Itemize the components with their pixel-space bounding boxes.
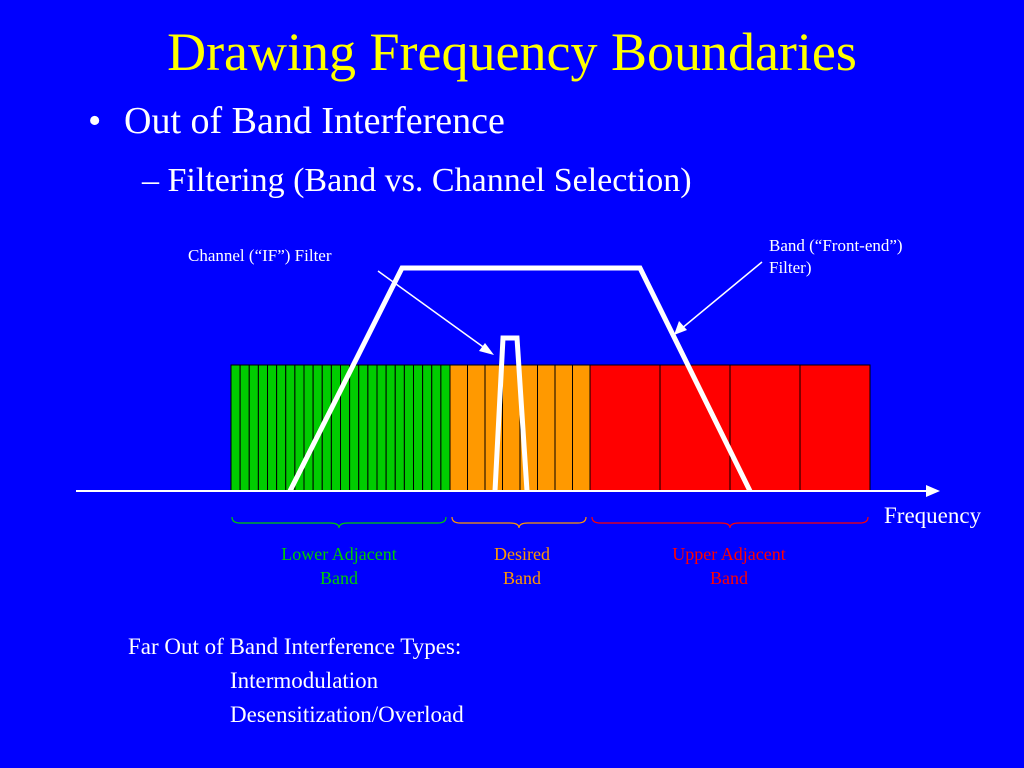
lower-band-channel bbox=[413, 364, 424, 492]
desired-band-channel bbox=[537, 364, 556, 492]
far-out-of-band-notes: Far Out of Band Interference Types: Inte… bbox=[128, 630, 464, 732]
upper-adjacent-band-label: Upper Adjacent Band bbox=[638, 542, 820, 590]
lower-adjacent-band-label: Lower Adjacent Band bbox=[248, 542, 430, 590]
sub-bullet-filtering: – Filtering (Band vs. Channel Selection) bbox=[142, 162, 692, 199]
desired-band-line1: Desired bbox=[494, 544, 550, 564]
desired-band-label: Desired Band bbox=[470, 542, 574, 590]
frequency-axis-label: Frequency bbox=[884, 503, 982, 528]
lower-band-channel bbox=[440, 364, 451, 492]
lower-band-channel bbox=[422, 364, 433, 492]
lower-band-channel bbox=[267, 364, 278, 492]
band-filter-pointer bbox=[674, 261, 763, 335]
channel-filter-pointer bbox=[377, 270, 494, 355]
desired-band-channel bbox=[572, 364, 591, 492]
upper-band-channel bbox=[799, 364, 871, 492]
channel-filter-label: Channel (“IF”) Filter bbox=[188, 246, 332, 265]
lower-band-channel bbox=[230, 364, 241, 492]
desired-band-brace bbox=[451, 516, 587, 529]
lower-band-channel bbox=[367, 364, 378, 492]
upper-band-channel bbox=[589, 364, 661, 492]
lower-band-line2: Band bbox=[320, 568, 358, 588]
lower-band-channel bbox=[303, 364, 314, 492]
slide-title: Drawing Frequency Boundaries bbox=[167, 22, 857, 82]
channel-filter-curve bbox=[492, 335, 530, 492]
desired-band-channel bbox=[502, 364, 521, 492]
notes-item-intermodulation: Intermodulation bbox=[230, 668, 379, 693]
frequency-axis bbox=[76, 485, 940, 497]
lower-band-channel bbox=[394, 364, 405, 492]
lower-band-brace bbox=[231, 516, 447, 529]
lower-band-channel bbox=[358, 364, 369, 492]
lower-band-channel bbox=[431, 364, 442, 492]
lower-band-channel bbox=[285, 364, 296, 492]
lower-band-line1: Lower Adjacent bbox=[281, 544, 397, 564]
lower-band-channel bbox=[330, 364, 342, 492]
band-filter-label-line1: Band (“Front-end”) bbox=[769, 236, 903, 255]
upper-band-line2: Band bbox=[710, 568, 748, 588]
bullet-dot: • bbox=[88, 100, 102, 142]
desired-band-line2: Band bbox=[503, 568, 541, 588]
channel-grid bbox=[230, 364, 871, 492]
band-filter-label: Band (“Front-end”) Filter) bbox=[769, 235, 903, 279]
desired-band-channel bbox=[467, 364, 486, 492]
band-filter-label-line2: Filter) bbox=[769, 258, 812, 277]
notes-item-desensitization: Desensitization/Overload bbox=[230, 702, 464, 727]
lower-band-channel bbox=[403, 364, 415, 492]
lower-band-channel bbox=[239, 364, 250, 492]
desired-band-channel bbox=[449, 364, 468, 492]
upper-band-line1: Upper Adjacent bbox=[672, 544, 786, 564]
lower-band-channel bbox=[349, 364, 360, 492]
upper-band-brace bbox=[591, 516, 869, 529]
lower-band-channel bbox=[248, 364, 259, 492]
lower-band-channel bbox=[276, 364, 287, 492]
lower-band-channel bbox=[376, 364, 387, 492]
desired-band-channel bbox=[554, 364, 573, 492]
bullet-out-of-band: • Out of Band Interference bbox=[88, 98, 505, 144]
lower-band-channel bbox=[257, 364, 269, 492]
bullet-text: Out of Band Interference bbox=[124, 100, 505, 142]
notes-heading: Far Out of Band Interference Types: bbox=[128, 634, 462, 659]
lower-band-channel bbox=[385, 364, 396, 492]
band-filter-curve bbox=[287, 265, 753, 493]
